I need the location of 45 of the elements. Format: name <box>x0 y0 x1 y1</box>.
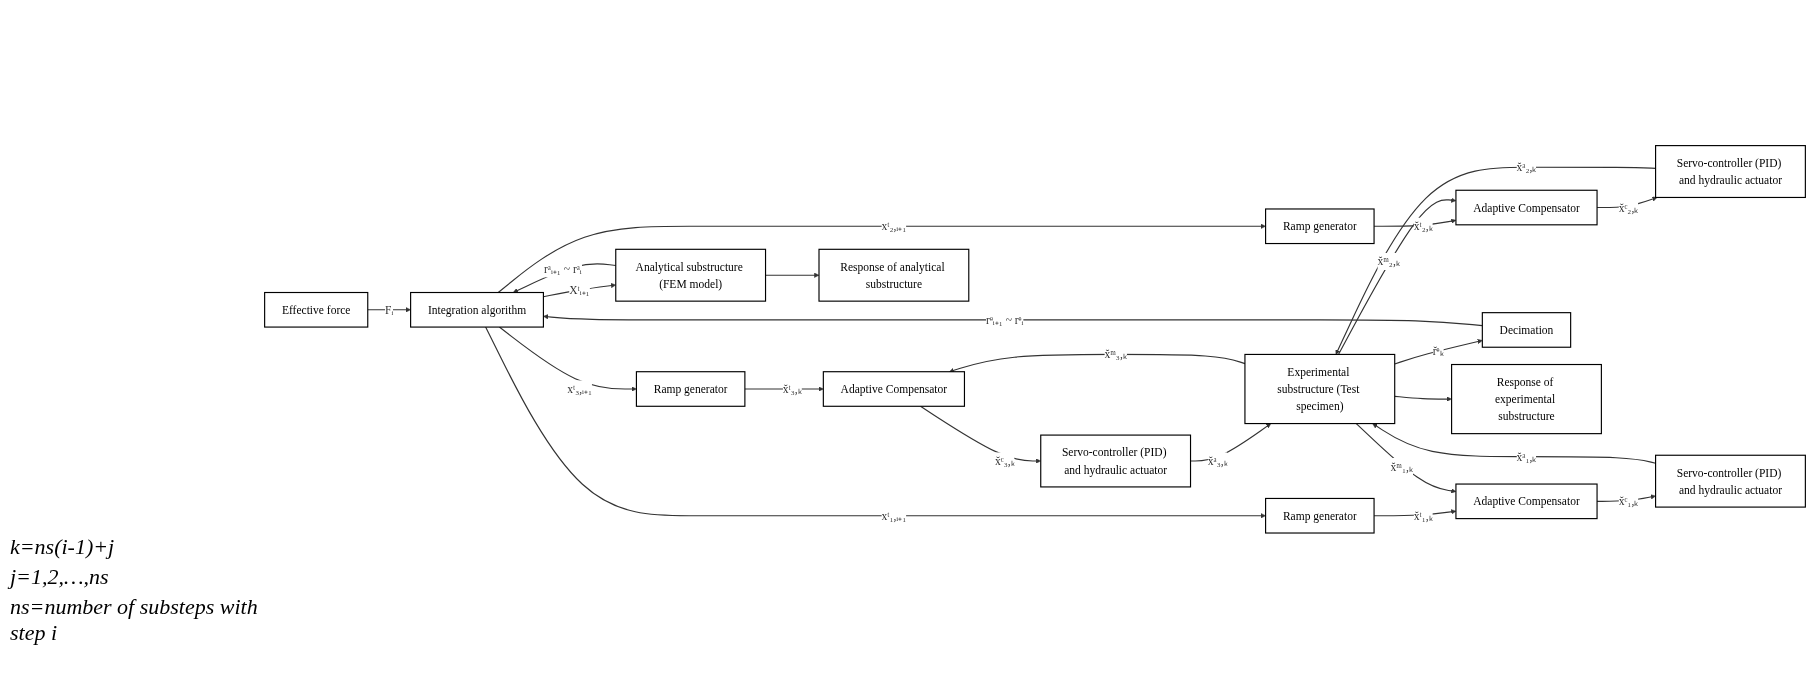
edge-label: rᵃᵢ₊₁ ~ rᵃᵢ <box>543 262 582 275</box>
node-box: Servo-controller (PID) and hydraulic actuator <box>1040 434 1192 488</box>
edge-label: x̆ᵐ₂,ₖ <box>1377 254 1400 268</box>
node-box: Ramp generator <box>1265 208 1375 244</box>
edge-label: x̆ᵃ₂,ₖ <box>1516 160 1537 174</box>
node-box: Experimental substructure (Test specimen) <box>1244 353 1396 424</box>
edge-label: x̆ᵐ₁,ₖ <box>1390 459 1413 473</box>
arrow <box>919 405 1041 464</box>
node-box: Response of analytical substructure <box>818 248 970 302</box>
node-box: Response of experimental substructure <box>1451 363 1602 434</box>
node-box: Ramp generator <box>635 370 746 407</box>
node-box: Analytical substructure (FEM model) <box>615 248 767 302</box>
edge-label: r̆ᵉₖ <box>1432 344 1444 357</box>
edge-label: x̆ᵃ₃,ₖ <box>1207 454 1228 468</box>
note-text: ns=number of substeps with step i <box>10 594 259 646</box>
edge-label: xᵗ₁,ᵢ₊₁ <box>881 509 907 522</box>
edge-label: x̆ᵐ₃,ₖ <box>1104 347 1127 361</box>
edge-label: x̆ᵗ₂,ₖ <box>1413 219 1433 233</box>
edge-label: x̆ᶜ₃,ₖ <box>994 454 1015 468</box>
edge-label: x̆ᶜ₁,ₖ <box>1618 494 1639 508</box>
arrow <box>485 326 1266 518</box>
arrow <box>498 326 637 392</box>
arrow <box>543 313 1483 326</box>
edge-label: xᵗ₂,ᵢ₊₁ <box>881 219 907 233</box>
node-box: Adaptive Compensator <box>822 370 966 407</box>
edge-label: x̆ᵃ₁,ₖ <box>1516 450 1537 463</box>
node-box: Ramp generator <box>1265 497 1375 534</box>
edge-label: x̆ᶜ₂,ₖ <box>1618 200 1639 214</box>
edge-label: x̆ᵗ₃,ₖ <box>782 382 802 396</box>
node-box: Adaptive Compensator <box>1455 189 1598 226</box>
edge-label: xᵗ₃,ᵢ₊₁ <box>567 382 592 396</box>
arrow <box>744 386 824 392</box>
node-box: Servo-controller (PID) and hydraulic actuator <box>1655 144 1806 198</box>
edge-label: Xᵗᵢ₊₁ <box>569 283 590 296</box>
arrow <box>1394 395 1452 402</box>
node-box: Integration algorithm <box>410 291 544 328</box>
node-box: Servo-controller (PID) and hydraulic actuator <box>1655 454 1806 508</box>
node-box: Decimation <box>1481 311 1572 348</box>
edge-label: x̆ᵗ₁,ₖ <box>1413 509 1433 522</box>
node-box: Effective force <box>264 291 369 328</box>
arrow <box>1394 338 1483 365</box>
node-box: Adaptive Compensator <box>1455 483 1598 519</box>
note-text: k=ns(i-1)+j <box>10 534 116 560</box>
edge-label: Fᵢ <box>385 303 394 316</box>
edge-label: rᵉᵢ₊₁ ~ rᵉᵢ <box>986 313 1024 326</box>
